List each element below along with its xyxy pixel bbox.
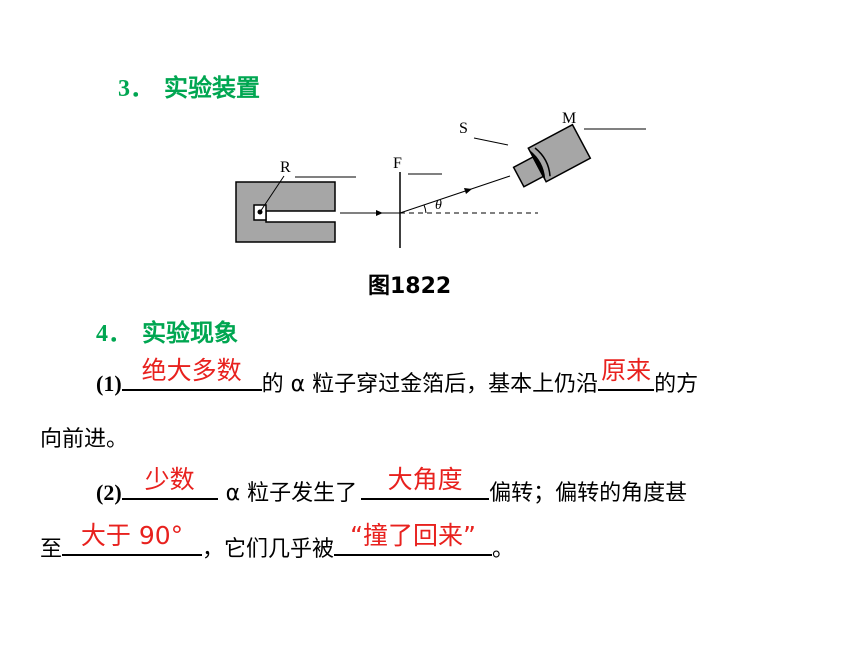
paragraph-1-label: (1) <box>96 371 122 396</box>
label-s: S <box>459 120 468 137</box>
blank-5: 大于 90° <box>62 521 203 556</box>
label-theta: θ <box>435 198 442 213</box>
label-s-leader <box>473 137 509 146</box>
paragraph-1-text: 的 α 粒子穿过金箔后，基本上仍沿 <box>261 372 599 397</box>
blank-1: 绝大多数 <box>121 356 262 391</box>
section-4-heading: 4． 实验现象 <box>96 313 238 348</box>
answer-over-90: 大于 90° <box>80 521 184 550</box>
answer-large-angle: 大角度 <box>387 465 463 494</box>
paragraph-2-text-2: 偏转；偏转的角度甚 <box>489 481 688 506</box>
section-4-number: 4． <box>96 321 132 347</box>
theta-arc <box>423 204 427 214</box>
experiment-apparatus-diagram: R F θ S M <box>235 110 646 248</box>
paragraph-2-label: (2) <box>96 480 122 505</box>
blank-6: “撞了回来” <box>334 521 493 556</box>
paragraph-1-line-1: (1) 绝大多数的 α 粒子穿过金箔后，基本上仍沿原来的方 <box>96 356 699 398</box>
blank-4: 大角度 <box>361 465 490 500</box>
blank-3: 少数 <box>121 465 218 500</box>
paragraph-2-line-2-prefix: 至 <box>40 537 63 562</box>
answer-most: 绝大多数 <box>141 356 242 385</box>
paragraph-1-suffix: 的方 <box>654 372 699 397</box>
paragraph-2-text-1: α 粒子发生了 <box>225 481 358 506</box>
section-3-number: 3． <box>118 76 154 102</box>
answer-few: 少数 <box>144 465 195 494</box>
paragraph-2-line-1: (2) 少数 α 粒子发生了 大角度偏转；偏转的角度甚 <box>96 465 688 507</box>
paragraph-1-line-2: 向前进。 <box>40 427 129 452</box>
label-r-leader <box>259 175 285 213</box>
beam-arrow <box>376 210 383 216</box>
section-3-title: 实验装置 <box>164 74 260 102</box>
paragraph-2-text-3: ，它们几乎被 <box>202 537 335 562</box>
paragraph-2-line-2: 至大于 90° ，它们几乎被 “撞了回来” 。 <box>40 521 515 563</box>
figure-caption: 图1822 <box>368 274 452 299</box>
scattered-arrow <box>464 188 472 194</box>
section-4-title: 实验现象 <box>142 319 238 347</box>
alpha-source-block <box>235 181 336 243</box>
label-r: R <box>280 159 291 176</box>
scattered-beam <box>399 175 511 214</box>
blank-2: 原来 <box>598 356 655 391</box>
answer-bounced-back: “撞了回来” <box>350 521 476 550</box>
paragraph-2-suffix: 。 <box>492 537 515 562</box>
answer-original: 原来 <box>601 356 652 385</box>
microscope-detector <box>512 123 592 188</box>
section-3-heading: 3． 实验装置 <box>118 68 260 103</box>
label-f: F <box>393 155 402 172</box>
label-m: M <box>562 110 576 127</box>
